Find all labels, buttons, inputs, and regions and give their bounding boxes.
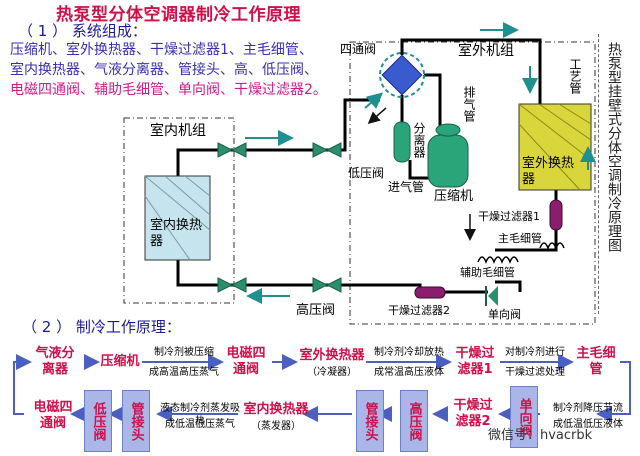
flow-node-separator: 气液分离器 <box>35 346 75 377</box>
flow-note1-b: 成高温高压蒸气 <box>149 367 219 378</box>
watermark: 微信号：hvacrbk <box>488 428 593 443</box>
outdoor-unit-box <box>349 41 596 325</box>
flow-node-main-capillary: 主毛细管 <box>576 346 616 377</box>
flow-node-outdoor-hx-sub: （冷凝器） <box>307 367 357 378</box>
flow-node-high-valve: 高压阀 <box>400 390 428 452</box>
flow-note4-a: 液态制冷剂蒸发吸热 <box>160 403 240 427</box>
exhaust-pipe-label: 排气管 <box>462 86 476 122</box>
components-line2: 室内换热器、气液分离器、管接头、高、低压阀、 <box>10 62 318 78</box>
separator-label: 分离器 <box>412 122 426 158</box>
flow-note5-a: 制冷剂降压节流 <box>553 403 623 414</box>
main-capillary-coil <box>539 242 565 251</box>
indoor-unit-label: 室内机组 <box>150 123 206 139</box>
aux-capillary-label: 辅助毛细管 <box>460 266 515 279</box>
valves <box>217 142 342 293</box>
low-valve-label: 低压阀 <box>348 166 385 180</box>
flow-note2-a: 制冷剂冷却放热 <box>374 347 444 358</box>
main-capillary-label: 主毛细管 <box>498 232 542 245</box>
craft-tube-label: 工艺管 <box>568 58 582 94</box>
flow-node-joint-1: 管接头 <box>122 390 150 452</box>
caption-divider <box>598 34 600 314</box>
flow-node-filter2: 干燥过滤器2 <box>453 398 493 429</box>
indoor-hx-label: 室内换热器 <box>150 218 203 249</box>
outdoor-hx-shape <box>518 103 592 191</box>
outdoor-hx-label: 室外换热器 <box>522 156 575 187</box>
filter2-label: 干燥过滤器2 <box>388 304 450 317</box>
filter1-label: 干燥过滤器1 <box>478 210 540 223</box>
check-valve-label: 单向阀 <box>488 308 521 321</box>
components-line1: 压缩机、室外换热器、干燥过滤器1、主毛细管、 <box>10 42 313 58</box>
flow-note5-b: 成低温低压液体 <box>553 419 623 430</box>
filter2-shape <box>414 286 446 299</box>
diagram-caption: 热泵型挂壁式分体空调制冷原理图 <box>606 42 622 252</box>
section2-heading: （ 2 ） 制冷工作原理： <box>22 318 181 336</box>
filter1-shape <box>549 199 563 231</box>
high-valve-label: 高压阀 <box>296 303 336 318</box>
outdoor-unit-label: 室外机组 <box>458 43 514 59</box>
flow-node-low-valve: 低压阀 <box>84 390 112 452</box>
flow-note1-a: 制冷剂被压缩 <box>154 347 214 358</box>
flow-note3-b: 干燥过滤处理 <box>505 367 565 378</box>
refrigeration-schematic <box>123 22 596 325</box>
indoor-hx-shape <box>144 175 211 261</box>
flow-node-indoor-hx: 室内换热器 <box>243 402 309 417</box>
four-way-valve-shape <box>381 54 423 96</box>
components-line3: 电磁四通阀、辅助毛细管、单向阀、干燥过滤器2。 <box>10 82 327 98</box>
compressor-label: 压缩机 <box>434 189 474 204</box>
compressor-shape <box>427 134 469 188</box>
intake-pipe-label: 进气管 <box>388 180 425 194</box>
flow-node-fourway-2: 电磁四通阀 <box>33 400 73 431</box>
aux-capillary-coil <box>477 256 519 265</box>
indoor-unit-box <box>123 117 235 304</box>
flow-note3-a: 对制冷剂进行 <box>505 347 565 358</box>
flow-node-indoor-hx-sub: （蒸发器） <box>251 421 301 432</box>
flow-node-fourway: 电磁四通阀 <box>226 346 266 377</box>
flow-node-check-valve: 单向阀 <box>510 386 538 448</box>
flow-node-outdoor-hx: 室外换热器 <box>299 348 365 363</box>
flow-note2-b: 成常温高压液体 <box>374 367 444 378</box>
flow-chart <box>13 354 631 422</box>
separator-shape <box>393 121 411 163</box>
flow-arrows <box>245 22 596 304</box>
page-title: 热泵型分体空调器制冷工作原理 <box>56 5 301 25</box>
flow-note4-b: 成低温低压蒸气 <box>165 419 235 430</box>
flow-node-filter1: 干燥过滤器1 <box>455 346 495 377</box>
section1-heading: （ 1 ） 系统组成： <box>18 22 147 40</box>
four-way-valve-label: 四通阀 <box>340 42 377 56</box>
flow-node-joint-2: 管接头 <box>356 390 384 452</box>
flow-node-compressor: 压缩机 <box>100 354 140 369</box>
